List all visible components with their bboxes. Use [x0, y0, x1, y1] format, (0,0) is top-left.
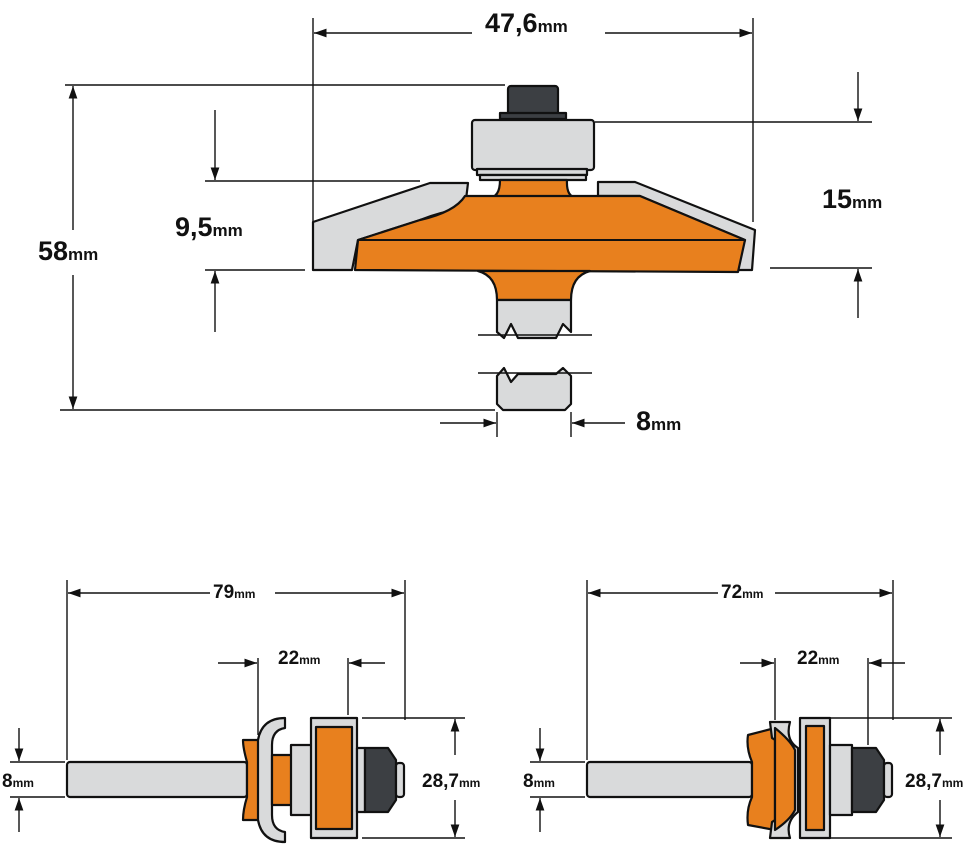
spacer	[289, 743, 315, 817]
right-cut-length-label: 22mm	[797, 648, 839, 669]
cutter-body-2	[314, 725, 354, 831]
right-shank-label: 8mm	[523, 771, 555, 792]
right-bit-drawing	[585, 716, 894, 840]
cutter-body-2	[804, 724, 826, 832]
left-diameter-label: 28,7mm	[422, 771, 480, 792]
right-diameter-label: 28,7mm	[905, 771, 963, 792]
left-shank-label: 8mm	[2, 771, 34, 792]
left-cut-length-label: 22mm	[278, 648, 320, 669]
bearing	[470, 118, 596, 172]
washer	[355, 746, 367, 814]
shank-diameter-label: 8mm	[636, 406, 681, 436]
lower-neck	[476, 269, 592, 302]
left-bit-drawing	[65, 716, 406, 844]
nut-icon	[363, 746, 398, 814]
shank-lower	[495, 366, 573, 412]
cutter-profile	[773, 726, 797, 832]
total-length-label: 58mm	[38, 236, 98, 266]
shank-upper	[495, 298, 573, 340]
cutter-body	[746, 726, 777, 832]
main-cutter-drawing	[311, 84, 757, 412]
cutter-body	[353, 194, 747, 274]
bearing-height-label: 15mm	[822, 184, 882, 214]
bolt-end	[882, 761, 894, 799]
cut-height-label: 9,5mm	[175, 212, 243, 242]
cutter-neck	[270, 753, 294, 807]
right-bit-dimensions	[530, 580, 952, 839]
shank	[65, 760, 249, 799]
shank	[585, 760, 754, 799]
bolt-end	[394, 761, 406, 799]
left-total-length-label: 79mm	[213, 582, 255, 603]
main-dimensions	[60, 18, 872, 437]
left-bit-dimensions	[10, 580, 465, 839]
nut-icon	[506, 84, 560, 118]
nut-icon	[850, 746, 886, 814]
nut-washer	[498, 111, 568, 121]
right-total-length-label: 72mm	[721, 582, 763, 603]
width-label: 47,6mm	[485, 8, 568, 38]
spacer	[828, 743, 854, 817]
